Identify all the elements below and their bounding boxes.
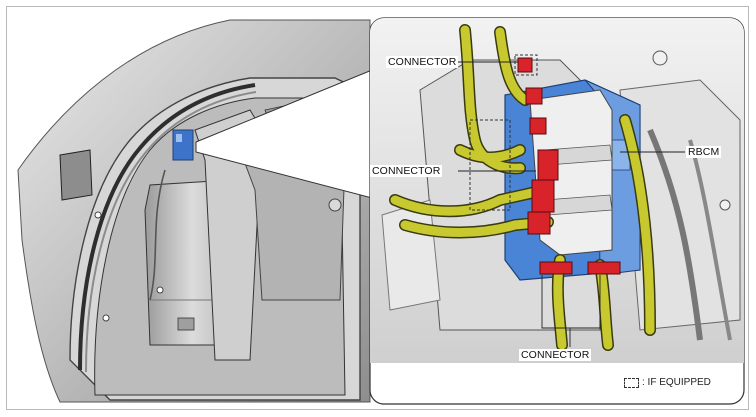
connector-label-top: CONNECTOR bbox=[386, 56, 459, 68]
connector-label-middle: CONNECTOR bbox=[370, 165, 443, 177]
rbcm-label: RBCM bbox=[686, 146, 722, 158]
legend-text: : IF EQUIPPED bbox=[642, 377, 711, 388]
dashed-box-icon bbox=[624, 377, 639, 388]
connector-label-bottom: CONNECTOR bbox=[519, 349, 592, 361]
vehicle-rear-view bbox=[17, 19, 371, 403]
connector-group-bottom bbox=[539, 261, 621, 275]
legend: : IF EQUIPPED bbox=[624, 377, 711, 388]
connector-group-middle bbox=[527, 149, 559, 235]
connector-group-top bbox=[517, 57, 547, 135]
detail-view bbox=[369, 17, 745, 405]
